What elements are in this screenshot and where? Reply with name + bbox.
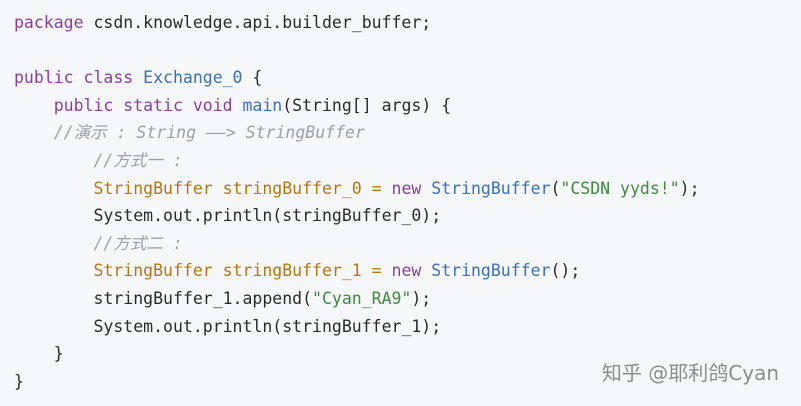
package-keyword: package xyxy=(14,13,84,32)
var0-decl: stringBuffer_0 = xyxy=(212,178,392,198)
line-tail-1: ); xyxy=(679,178,700,198)
close-method-brace: } xyxy=(53,344,64,364)
code-line-var0: StringBuffer stringBuffer_0 = new String… xyxy=(93,178,700,198)
code-line-comment-way2: //方式二 : xyxy=(14,230,787,258)
ctor-2: StringBuffer xyxy=(431,261,551,281)
close-class-brace: } xyxy=(14,371,24,391)
ctor-empty-tail: (); xyxy=(550,261,581,281)
code-line-class-decl: public class Exchange_0 { xyxy=(14,64,787,92)
append-head: stringBuffer_1.append( xyxy=(93,288,313,308)
code-line-comment-main: //演示 : String ——> StringBuffer xyxy=(14,119,787,147)
println0: System.out.println(stringBuffer_0); xyxy=(93,206,442,226)
code-line-package: package csdn.knowledge.api.builder_buffe… xyxy=(14,9,787,37)
code-line-println1: System.out.println(stringBuffer_1); xyxy=(14,313,787,341)
var1-decl: stringBuffer_1 = xyxy=(212,261,392,281)
println1: System.out.println(stringBuffer_1); xyxy=(93,316,442,336)
var1-type: StringBuffer xyxy=(93,261,213,281)
class-open-brace: { xyxy=(242,68,263,88)
method-modifiers: public static void xyxy=(53,95,233,115)
class-name: Exchange_0 xyxy=(143,68,243,88)
code-line-close-method: } xyxy=(14,340,787,368)
code-line-var1: StringBuffer stringBuffer_1 = new String… xyxy=(14,257,787,285)
code-line-append: stringBuffer_1.append("Cyan_RA9"); xyxy=(14,285,787,313)
ctor-1: StringBuffer xyxy=(431,178,551,198)
code-line-comment-way1: //方式一 : xyxy=(14,147,787,175)
code-line-blank xyxy=(14,37,787,65)
class-keyword: class xyxy=(83,68,134,88)
comment-main: //演示 : String ——> StringBuffer xyxy=(53,123,365,143)
comment-way2: //方式二 : xyxy=(93,233,183,253)
string-literal-2: "Cyan_RA9" xyxy=(312,288,412,308)
package-name: csdn.knowledge.api.builder_buffer; xyxy=(83,13,432,32)
append-tail: ); xyxy=(411,288,432,308)
public-keyword: public xyxy=(14,68,74,88)
code-line-println0: System.out.println(stringBuffer_0); xyxy=(14,202,787,230)
new-keyword-2: new xyxy=(391,261,422,281)
code-line-method-decl: public static void main(String[] args) { xyxy=(14,92,787,120)
method-params: (String[] args) { xyxy=(282,95,452,115)
string-literal-1: "CSDN yyds!" xyxy=(560,178,680,198)
method-name: main xyxy=(242,95,283,115)
code-line-close-class: } xyxy=(14,368,787,396)
comment-way1: //方式一 : xyxy=(93,150,183,170)
new-keyword-1: new xyxy=(391,178,422,198)
var0-type: StringBuffer xyxy=(93,178,213,198)
watermark: 知乎 @耶利鸽Cyan xyxy=(601,361,779,385)
